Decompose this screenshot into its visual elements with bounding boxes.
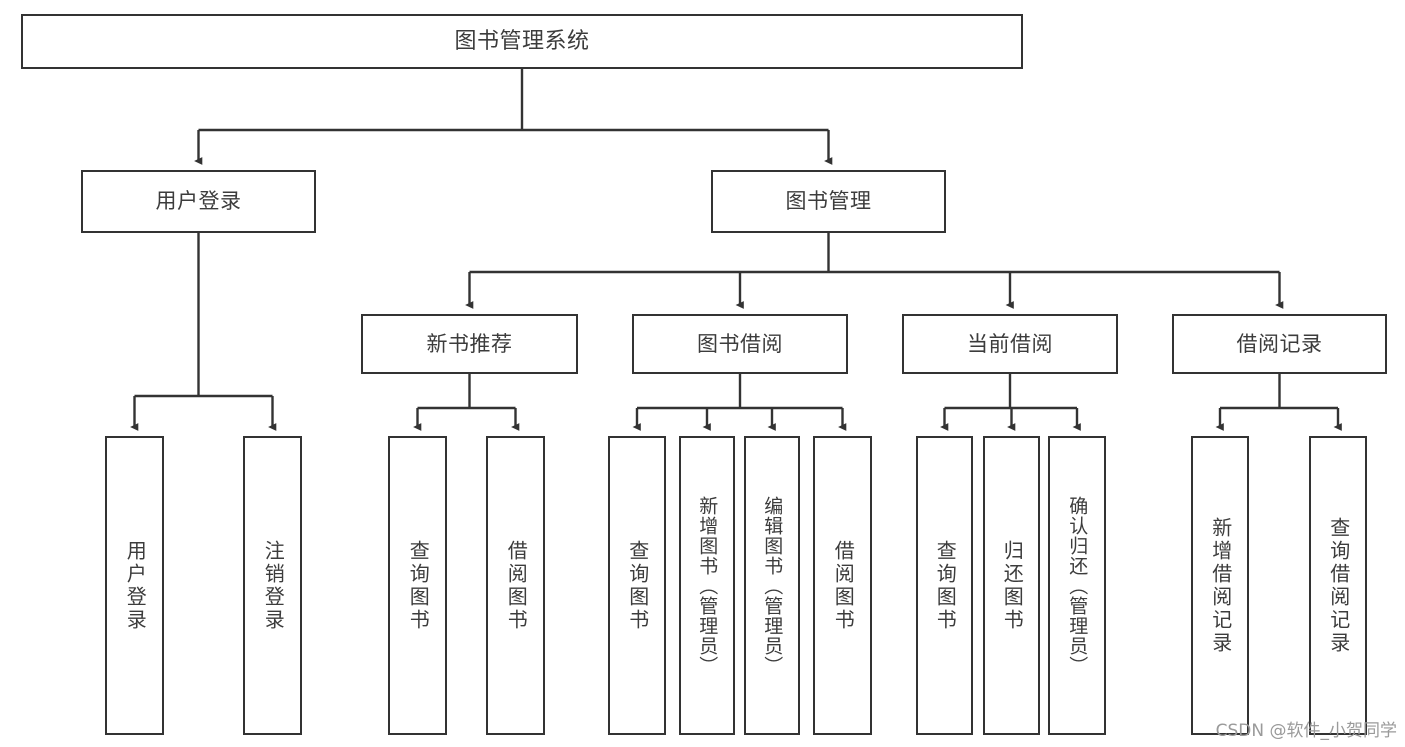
node-label: 查询图书	[625, 539, 650, 632]
node-label: 确认归还（管理员）	[1066, 495, 1089, 676]
node-label: 借阅记录	[1236, 331, 1323, 356]
node-leaf-edit-book[interactable]: 编辑图书（管理员）	[744, 436, 800, 735]
node-book-borrow[interactable]: 图书借阅	[632, 314, 848, 374]
node-label: 查询借阅记录	[1326, 516, 1351, 655]
node-label: 用户登录	[123, 539, 148, 632]
watermark-text: CSDN @软件_小贺同学	[1215, 721, 1397, 741]
node-leaf-borrow-book-2[interactable]: 借阅图书	[813, 436, 872, 735]
node-leaf-add-book[interactable]: 新增图书（管理员）	[679, 436, 735, 735]
node-label: 查询图书	[406, 539, 431, 632]
node-label: 归还图书	[1000, 539, 1025, 632]
node-label: 新书推荐	[426, 331, 513, 356]
node-leaf-confirm-return[interactable]: 确认归还（管理员）	[1048, 436, 1106, 735]
node-root[interactable]: 图书管理系统	[21, 14, 1023, 69]
node-label: 查询图书	[933, 539, 958, 632]
node-label: 当前借阅	[967, 331, 1053, 356]
node-label: 图书借阅	[697, 331, 783, 356]
node-leaf-user-login[interactable]: 用户登录	[105, 436, 164, 735]
node-leaf-query-book-1[interactable]: 查询图书	[388, 436, 447, 735]
node-label: 新增图书（管理员）	[696, 495, 719, 676]
node-label: 图书管理系统	[454, 28, 590, 54]
node-label: 注销登录	[261, 539, 286, 632]
node-new-book-rec[interactable]: 新书推荐	[361, 314, 578, 374]
node-label: 借阅图书	[504, 539, 529, 632]
node-book-manage[interactable]: 图书管理	[711, 170, 946, 233]
node-label: 图书管理	[785, 189, 872, 214]
node-label: 编辑图书（管理员）	[761, 495, 784, 676]
node-label: 用户登录	[155, 189, 242, 214]
node-borrow-record[interactable]: 借阅记录	[1172, 314, 1387, 374]
node-label: 新增借阅记录	[1208, 516, 1233, 655]
node-leaf-return-book[interactable]: 归还图书	[983, 436, 1040, 735]
node-label: 借阅图书	[831, 539, 856, 632]
node-leaf-query-book-3[interactable]: 查询图书	[916, 436, 973, 735]
node-user-login[interactable]: 用户登录	[81, 170, 316, 233]
node-current-borrow[interactable]: 当前借阅	[902, 314, 1118, 374]
node-leaf-query-book-2[interactable]: 查询图书	[608, 436, 666, 735]
node-leaf-query-record[interactable]: 查询借阅记录	[1309, 436, 1367, 735]
node-leaf-logout[interactable]: 注销登录	[243, 436, 302, 735]
node-leaf-add-record[interactable]: 新增借阅记录	[1191, 436, 1249, 735]
node-leaf-borrow-book-1[interactable]: 借阅图书	[486, 436, 545, 735]
